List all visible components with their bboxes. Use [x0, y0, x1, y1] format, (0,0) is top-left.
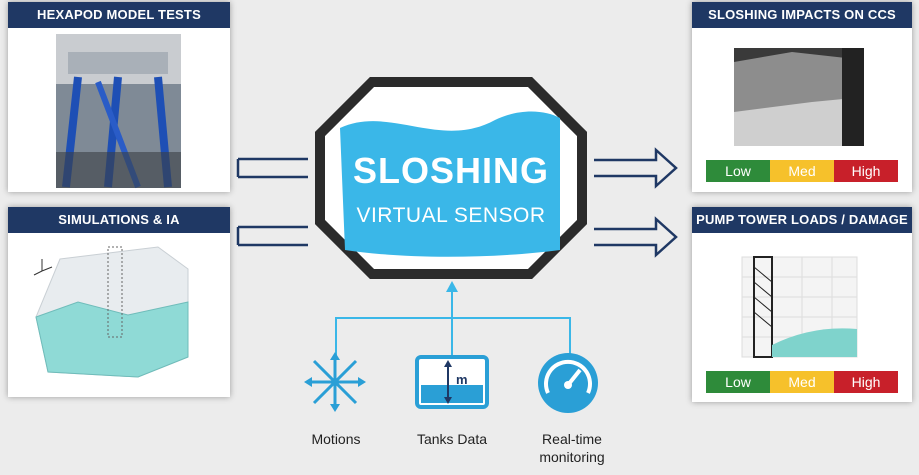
tanks-data-icon	[417, 357, 487, 407]
sensor-subtitle: VIRTUAL SENSOR	[340, 204, 562, 228]
input-connectors	[336, 290, 570, 360]
right-arrow-top	[594, 150, 676, 186]
tanks-unit: m	[456, 372, 468, 387]
sensor-title: SLOSHING	[340, 150, 562, 192]
realtime-label-1: Real-time	[522, 430, 622, 448]
tanks-label: Tanks Data	[402, 430, 502, 448]
realtime-label-2: monitoring	[522, 448, 622, 466]
left-arrow-bottom	[238, 227, 308, 245]
up-arrow-head	[446, 281, 458, 292]
motions-label: Motions	[296, 430, 376, 448]
right-arrow-bottom	[594, 219, 676, 255]
gauge-icon	[538, 353, 598, 413]
left-arrow-top	[238, 159, 308, 177]
motions-icon	[304, 352, 366, 412]
